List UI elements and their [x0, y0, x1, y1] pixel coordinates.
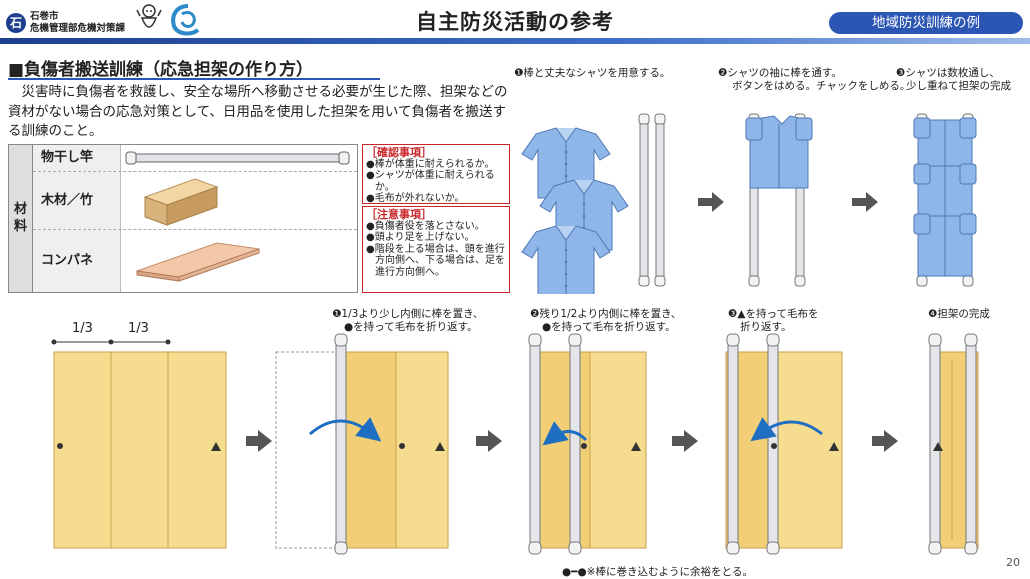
- flow-arrow: [672, 430, 698, 452]
- dimension-line: [51, 339, 171, 345]
- caution-title: ［注意事項］: [366, 208, 432, 221]
- shirt-on-poles: [745, 115, 813, 189]
- pole-illustration: [638, 113, 650, 287]
- check-item: ●毛布が外れないか。: [366, 193, 465, 204]
- shirt-step-3-caption: ❸シャツは数枚通し、 少し重ねて担架の完成: [896, 67, 1011, 92]
- blanket-fold-step-3: [725, 333, 843, 555]
- wood-illustration: [143, 178, 219, 226]
- check-title: ［確認事項］: [366, 146, 432, 159]
- materials-table: 材料 物干し竿 木材／竹 コンパネ: [8, 144, 358, 293]
- blanket-step-3-caption: ❸▲を持って毛布を 折り返す。: [728, 308, 819, 333]
- section-title: ■負傷者搬送訓練（応急担架の作り方）: [8, 60, 314, 80]
- blanket-step-4-caption: ❹担架の完成: [928, 308, 990, 320]
- blanket-step-2-caption: ❷残り1/2より内側に棒を置き、 ●を持って毛布を折り返す。: [530, 308, 682, 333]
- material-label-pole: 物干し竿: [33, 145, 121, 171]
- check-item: ●棒が体重に耐えられるか。: [366, 158, 495, 170]
- blanket-fold-step-1: [275, 333, 449, 555]
- hold-triangle-marker: [435, 442, 445, 451]
- caution-item: ●階段を上る場合は、頭を進行方向側へ、下る場合は、足を進行方向側へ。: [366, 243, 505, 278]
- check-items-box: ［確認事項］ ●棒が体重に耐えられるか。 ●シャツが体重に耐えられるか。 ●毛布…: [362, 144, 510, 204]
- category-tag: 地域防災訓練の例: [829, 12, 1023, 34]
- mascot-icon: [136, 4, 162, 28]
- hold-triangle-marker: [631, 442, 641, 451]
- shirt-step-1-caption: ❶棒と丈夫なシャツを用意する。: [514, 67, 671, 79]
- check-item: ●シャツが体重に耐えられるか。: [366, 170, 495, 193]
- fraction-label: 1/3: [72, 321, 93, 336]
- pole-illustration: [125, 151, 350, 165]
- blanket-stretcher-completed: [928, 333, 979, 555]
- org-dept: 危機管理部危機対策課: [30, 23, 126, 34]
- page-number: 20: [1006, 556, 1020, 569]
- hold-triangle-marker: [829, 442, 839, 451]
- caution-items-box: ［注意事項］ ●負傷者役を落とさない。 ●頭より足を上げない。 ●階段を上る場合…: [362, 206, 510, 293]
- completed-shirt-stretcher: [913, 117, 977, 277]
- flow-arrow: [246, 430, 272, 452]
- flow-arrow: [698, 192, 724, 212]
- materials-header: 材料: [9, 145, 33, 292]
- hold-triangle-marker: [211, 442, 221, 451]
- flow-arrow: [852, 192, 878, 212]
- caution-item: ●頭より足を上げない。: [366, 232, 475, 243]
- material-label-wood: 木材／竹: [33, 172, 121, 229]
- org-city: 石巻市: [30, 11, 59, 22]
- page-title: 自主防災活動の参考: [416, 10, 614, 34]
- city-emblem: 石: [6, 13, 26, 33]
- hold-dot-marker: [399, 443, 405, 449]
- fold-arrow: [542, 421, 588, 446]
- plywood-illustration: [136, 242, 260, 282]
- section-description: 災害時に負傷者を救護し、安全な場所へ移動させる必要が生じた際、担架などの資材がな…: [8, 84, 508, 139]
- fold-arrow: [750, 417, 823, 442]
- table-divider: [33, 171, 357, 172]
- fraction-label: 1/3: [128, 321, 149, 336]
- hold-dot-marker: [581, 443, 587, 449]
- header-divider: [0, 38, 1030, 44]
- blanket-fold-step-2: [528, 333, 647, 555]
- flow-arrow: [872, 430, 898, 452]
- section-underline: [8, 78, 380, 80]
- table-divider: [33, 229, 357, 230]
- shirt-stretcher-diagram: [521, 113, 977, 294]
- caution-item: ●負傷者役を落とさない。: [366, 220, 485, 232]
- city-logo-icon: [171, 4, 200, 36]
- organization-name: 石巻市 危機管理部危機対策課: [30, 11, 125, 35]
- pole-illustration: [654, 113, 666, 287]
- flow-arrow: [476, 430, 502, 452]
- blanket-step-1-caption: ❶1/3より少し内側に棒を置き、 ●を持って毛布を折り返す。: [332, 308, 484, 333]
- material-label-plywood: コンパネ: [33, 230, 121, 292]
- blanket-flat: [53, 351, 227, 549]
- shirt-illustration: [521, 225, 611, 294]
- hold-dot-marker: [57, 443, 63, 449]
- margin-note: ●━●※棒に巻き込むように余裕をとる。: [562, 566, 753, 578]
- hold-triangle-marker: [933, 442, 943, 451]
- blanket-folding-diagram: [51, 333, 979, 555]
- shirt-step-2-caption: ❷シャツの袖に棒を通す。 ボタンをはめる。チャックをしめる。: [718, 67, 911, 92]
- hold-dot-marker: [771, 443, 777, 449]
- fold-arrow: [309, 417, 382, 442]
